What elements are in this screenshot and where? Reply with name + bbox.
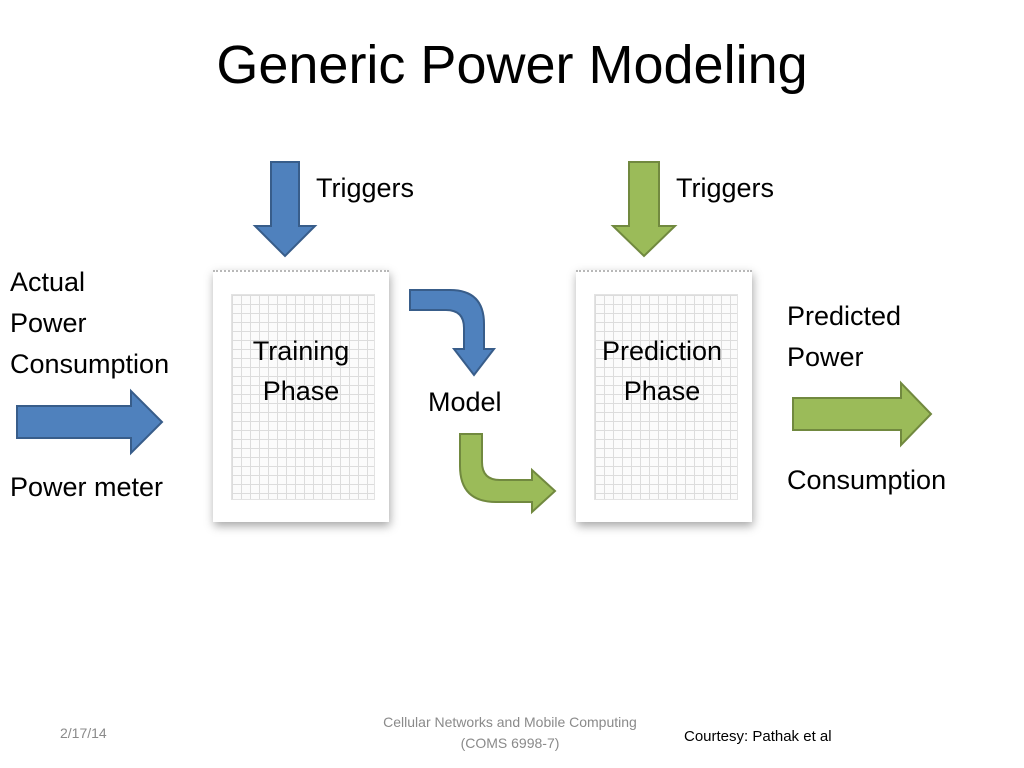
input-label-line1: Actual — [10, 267, 86, 297]
prediction-triggers-label: Triggers — [676, 173, 775, 203]
power-meter-label: Power meter — [10, 472, 164, 502]
footer-date: 2/17/14 — [60, 725, 107, 741]
prediction-phase-line2: Phase — [623, 376, 701, 406]
output-arrow-icon — [792, 380, 933, 448]
output-label-line1: Predicted — [787, 301, 902, 331]
footer-course-line2: (COMS 6998-7) — [460, 735, 560, 751]
model-output-arrow-icon — [409, 289, 497, 377]
slide-title: Generic Power Modeling — [216, 35, 808, 95]
output-label-consumption: Consumption — [787, 465, 947, 495]
notepad-binding — [576, 270, 752, 280]
training-trigger-arrow-icon — [252, 161, 318, 258]
prediction-phase-line1: Prediction — [601, 336, 723, 366]
notepad-grid — [594, 294, 738, 500]
training-phase-notepad — [213, 270, 389, 522]
input-label-line3: Consumption — [10, 349, 170, 379]
training-phase-line1: Training — [252, 336, 350, 366]
output-label-line2: Power — [787, 342, 864, 372]
prediction-trigger-arrow-icon — [610, 161, 678, 258]
footer-credit: Courtesy: Pathak et al — [684, 728, 832, 745]
notepad-grid — [231, 294, 375, 500]
footer-course-line1: Cellular Networks and Mobile Computing — [383, 714, 637, 730]
notepad-binding — [213, 270, 389, 280]
input-label-line2: Power — [10, 308, 87, 338]
prediction-phase-notepad — [576, 270, 752, 522]
model-label: Model — [428, 387, 502, 417]
model-input-arrow-icon — [459, 433, 557, 515]
training-phase-line2: Phase — [262, 376, 340, 406]
input-arrow-icon — [16, 388, 164, 456]
training-triggers-label: Triggers — [316, 173, 415, 203]
